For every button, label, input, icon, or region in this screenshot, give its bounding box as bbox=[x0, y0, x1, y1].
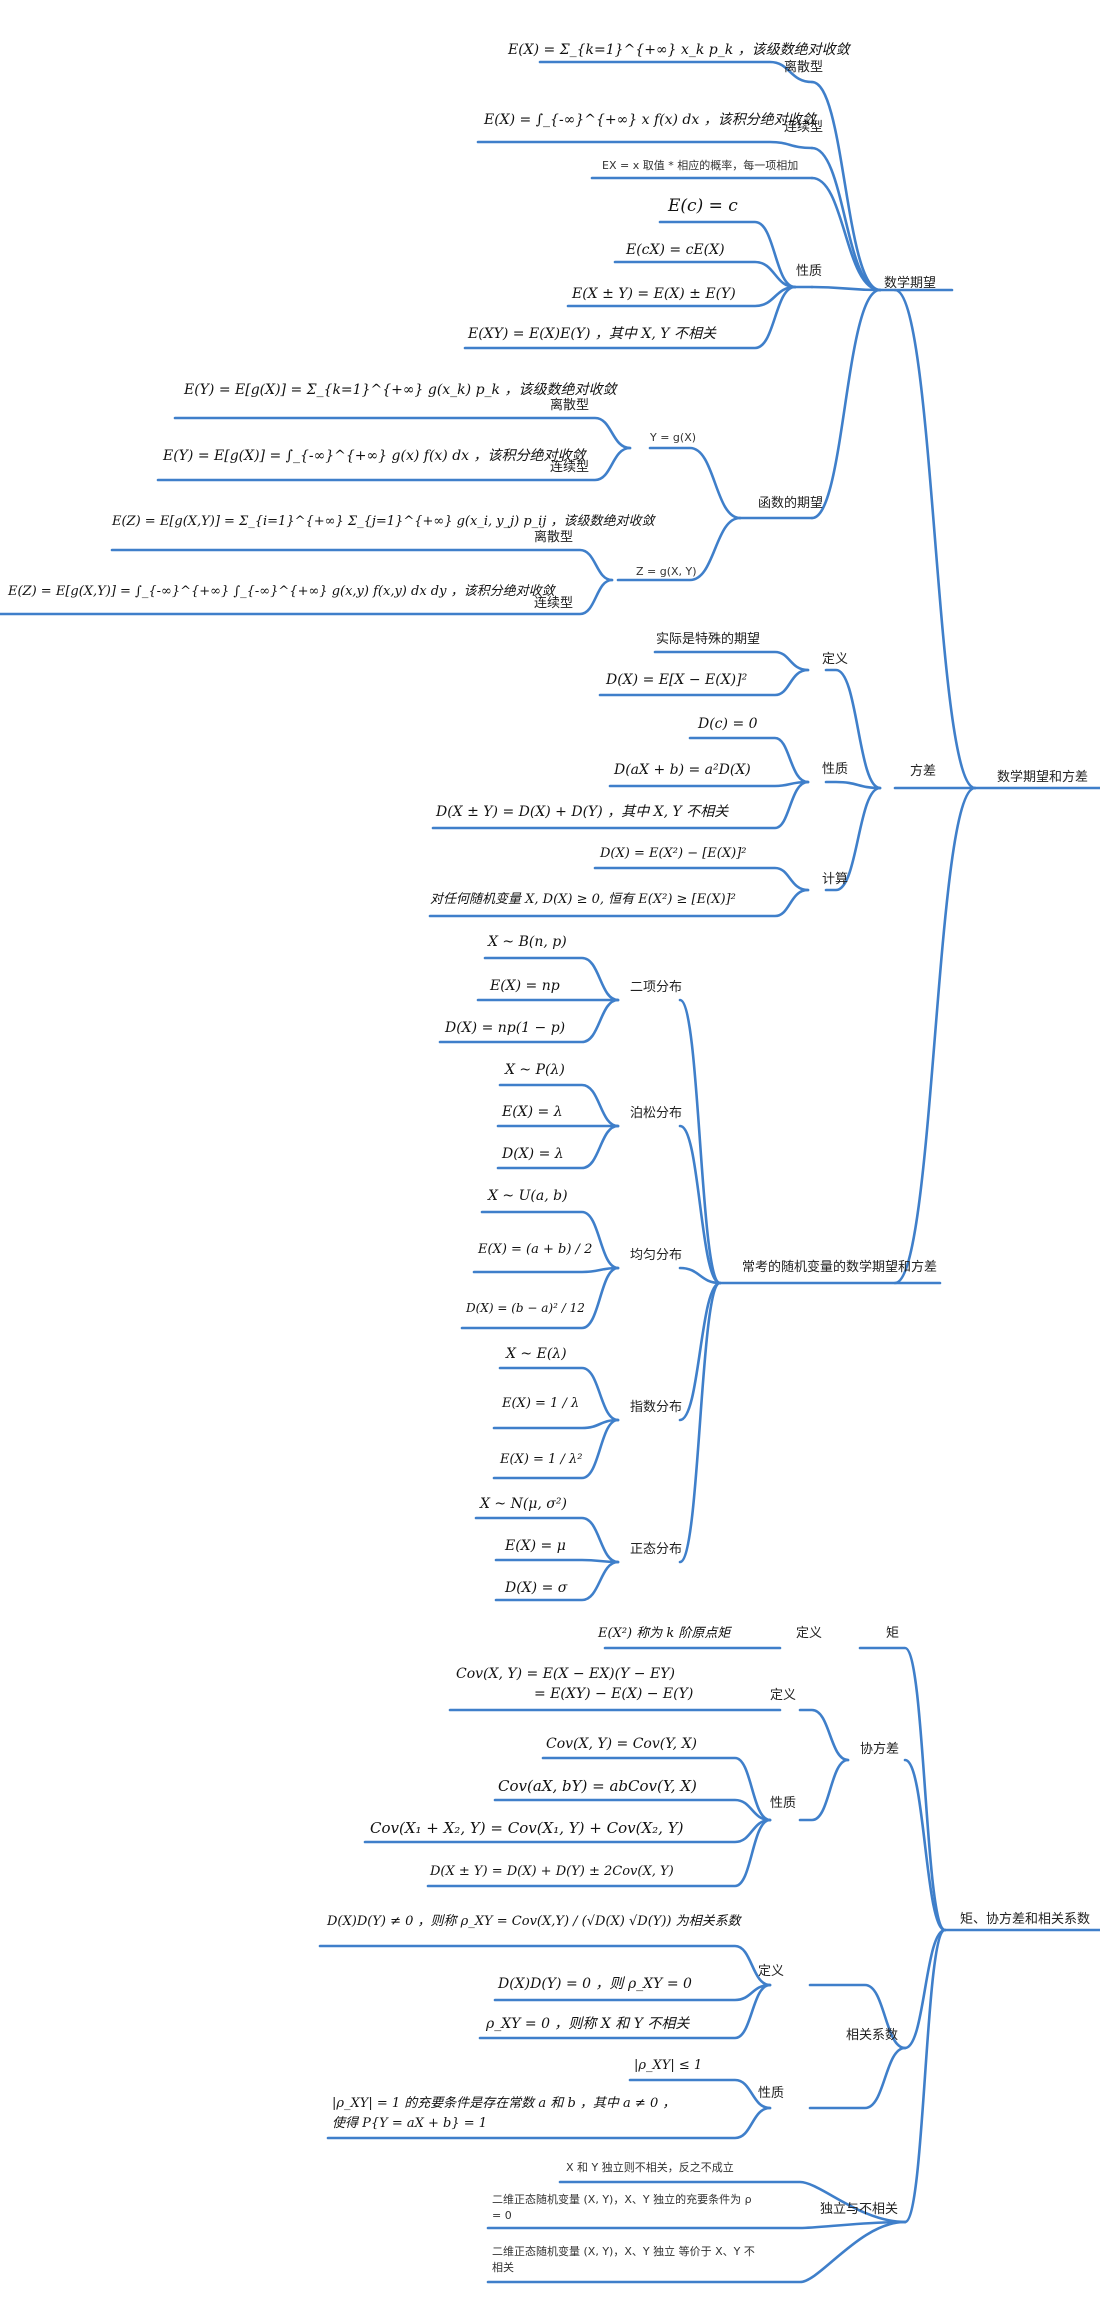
formula-cov-def-2: = E(XY) − E(X) − E(Y) bbox=[534, 1686, 694, 1702]
node-func-z-continuous[interactable]: 连续型 bbox=[534, 596, 574, 611]
node-exp-properties[interactable]: 性质 bbox=[796, 264, 823, 279]
formula-var-prop-3: D(X ± Y) = D(X) + D(Y) ，其中 X, Y 不相关 bbox=[436, 804, 729, 820]
formula-binom-2: E(X) = np bbox=[490, 978, 560, 994]
formula-expo-1: X ~ E(λ) bbox=[506, 1346, 567, 1362]
formula-exp-continuous: E(X) = ∫_{-∞}^{+∞} x f(x) dx ，该积分绝对收敛 bbox=[484, 112, 816, 128]
edge-root-exp bbox=[893, 288, 977, 790]
formula-moment-def: E(X²) 称为 k 阶原点矩 bbox=[598, 1626, 731, 1641]
formula-corr-def-2: D(X)D(Y) = 0 ，则 ρ_XY = 0 bbox=[498, 1976, 692, 1992]
formula-cov-prop-3: Cov(X₁ + X₂, Y) = Cov(X₁, Y) + Cov(X₂, Y… bbox=[370, 1819, 684, 1837]
formula-var-prop-1: D(c) = 0 bbox=[698, 716, 758, 732]
node-corr-def[interactable]: 定义 bbox=[758, 1964, 785, 1979]
formula-poisson-1: X ~ P(λ) bbox=[505, 1062, 565, 1078]
formula-normal-1: X ~ N(μ, σ²) bbox=[480, 1496, 567, 1512]
formula-expo-3: E(X) = 1 / λ² bbox=[500, 1452, 583, 1467]
formula-binom-3: D(X) = np(1 − p) bbox=[445, 1020, 566, 1036]
edge-root-common bbox=[893, 786, 977, 1285]
node-binomial[interactable]: 二项分布 bbox=[630, 980, 683, 995]
formula-cov-prop-4: D(X ± Y) = D(X) + D(Y) ± 2Cov(X, Y) bbox=[430, 1864, 674, 1879]
node-variance[interactable]: 方差 bbox=[910, 764, 937, 779]
node-correlation[interactable]: 相关系数 bbox=[846, 2028, 899, 2043]
formula-binom-1: X ~ B(n, p) bbox=[488, 934, 567, 950]
text-indep-3: 二维正态随机变量 (X, Y)，X、Y 独立 等价于 X、Y 不相关 bbox=[492, 2245, 755, 2274]
formula-uniform-1: X ~ U(a, b) bbox=[488, 1188, 568, 1204]
node-exp-discrete[interactable]: 离散型 bbox=[784, 60, 824, 75]
formula-func-z-continuous: E(Z) = E[g(X,Y)] = ∫_{-∞}^{+∞} ∫_{-∞}^{+… bbox=[8, 584, 555, 599]
formula-func-y-continuous: E(Y) = E[g(X)] = ∫_{-∞}^{+∞} g(x) f(x) d… bbox=[163, 448, 586, 464]
formula-var-prop-2: D(aX + b) = a²D(X) bbox=[614, 762, 751, 778]
node-poisson[interactable]: 泊松分布 bbox=[630, 1106, 683, 1121]
formula-corr-prop-1: |ρ_XY| ≤ 1 bbox=[634, 2058, 703, 2073]
node-func-z-discrete[interactable]: 离散型 bbox=[534, 530, 574, 545]
formula-normal-2: E(X) = μ bbox=[505, 1538, 566, 1554]
formula-var-def: D(X) = E[X − E(X)]² bbox=[606, 672, 748, 688]
node-exponential[interactable]: 指数分布 bbox=[630, 1400, 683, 1415]
node-func-y[interactable]: Y = g(X) bbox=[650, 431, 697, 444]
formula-cov-prop-2: Cov(aX, bY) = abCov(Y, X) bbox=[498, 1777, 697, 1795]
formula-uniform-3: D(X) = (b − a)² / 12 bbox=[466, 1301, 585, 1315]
node-var-calc[interactable]: 计算 bbox=[822, 872, 849, 887]
node-cov-prop[interactable]: 性质 bbox=[770, 1796, 797, 1811]
formula-func-z-discrete: E(Z) = E[g(X,Y)] = Σ_{i=1}^{+∞} Σ_{j=1}^… bbox=[112, 514, 655, 529]
node-cov-def[interactable]: 定义 bbox=[770, 1688, 797, 1703]
formula-corr-def-3: ρ_XY = 0 ，则称 X 和 Y 不相关 bbox=[486, 2016, 690, 2032]
formula-prop-4: E(XY) = E(X)E(Y) ，其中 X, Y 不相关 bbox=[468, 326, 716, 342]
node-func-y-discrete[interactable]: 离散型 bbox=[550, 398, 590, 413]
formula-func-y-discrete: E(Y) = E[g(X)] = Σ_{k=1}^{+∞} g(x_k) p_k… bbox=[184, 382, 617, 398]
formula-cov-def-1: Cov(X, Y) = E(X − EX)(Y − EY) bbox=[456, 1666, 675, 1682]
root2-node[interactable]: 矩、协方差和相关系数 bbox=[960, 1912, 1091, 1927]
node-expectation[interactable]: 数学期望 bbox=[884, 276, 937, 291]
node-uniform[interactable]: 均匀分布 bbox=[630, 1248, 683, 1263]
formula-corr-prop-2a: |ρ_XY| = 1 的充要条件是存在常数 a 和 b ，其中 a ≠ 0 ， bbox=[332, 2096, 676, 2111]
text-exp-plain: EX = x 取值 * 相应的概率，每一项相加 bbox=[602, 159, 799, 172]
root-node[interactable]: 数学期望和方差 bbox=[997, 770, 1089, 785]
node-var-prop[interactable]: 性质 bbox=[822, 762, 849, 777]
formula-prop-2: E(cX) = cE(X) bbox=[626, 242, 725, 258]
node-var-def[interactable]: 定义 bbox=[822, 652, 849, 667]
formula-poisson-3: D(X) = λ bbox=[502, 1146, 564, 1162]
node-function-expectation[interactable]: 函数的期望 bbox=[758, 496, 824, 511]
node-covariance[interactable]: 协方差 bbox=[860, 1742, 900, 1757]
formula-poisson-2: E(X) = λ bbox=[502, 1104, 563, 1120]
node-exp-continuous[interactable]: 连续型 bbox=[784, 120, 824, 135]
node-moment[interactable]: 矩 bbox=[886, 1626, 900, 1641]
formula-cov-prop-1: Cov(X, Y) = Cov(Y, X) bbox=[546, 1736, 697, 1752]
formula-var-calc-2: 对任何随机变量 X, D(X) ≥ 0, 恒有 E(X²) ≥ [E(X)]² bbox=[430, 892, 736, 907]
formula-normal-3: D(X) = σ bbox=[505, 1580, 568, 1596]
formula-var-calc-1: D(X) = E(X²) − [E(X)]² bbox=[600, 846, 747, 861]
node-corr-prop[interactable]: 性质 bbox=[758, 2086, 785, 2101]
text-var-def: 实际是特殊的期望 bbox=[656, 632, 761, 647]
formula-prop-1: E(c) = c bbox=[668, 196, 738, 216]
formula-expo-2: E(X) = 1 / λ bbox=[502, 1396, 580, 1411]
formula-uniform-2: E(X) = (a + b) / 2 bbox=[478, 1242, 593, 1257]
node-func-z[interactable]: Z = g(X, Y) bbox=[636, 565, 697, 578]
text-indep-1: X 和 Y 独立则不相关，反之不成立 bbox=[566, 2161, 734, 2174]
text-indep-2: 二维正态随机变量 (X, Y)，X、Y 独立的充要条件为 ρ = 0 bbox=[492, 2193, 752, 2222]
node-independence[interactable]: 独立与不相关 bbox=[820, 2202, 899, 2217]
node-common-distributions[interactable]: 常考的随机变量的数学期望和方差 bbox=[742, 1260, 938, 1275]
node-moment-def[interactable]: 定义 bbox=[796, 1626, 823, 1641]
formula-exp-discrete: E(X) = Σ_{k=1}^{+∞} x_k p_k ，该级数绝对收敛 bbox=[508, 42, 850, 58]
formula-corr-def-1: D(X)D(Y) ≠ 0 ，则称 ρ_XY = Cov(X,Y) / (√D(X… bbox=[327, 1914, 741, 1929]
node-normal[interactable]: 正态分布 bbox=[630, 1542, 683, 1557]
formula-corr-prop-2b: 使得 P{Y = aX + b} = 1 bbox=[332, 2116, 488, 2131]
node-func-y-continuous[interactable]: 连续型 bbox=[550, 460, 590, 475]
formula-prop-3: E(X ± Y) = E(X) ± E(Y) bbox=[572, 286, 736, 302]
